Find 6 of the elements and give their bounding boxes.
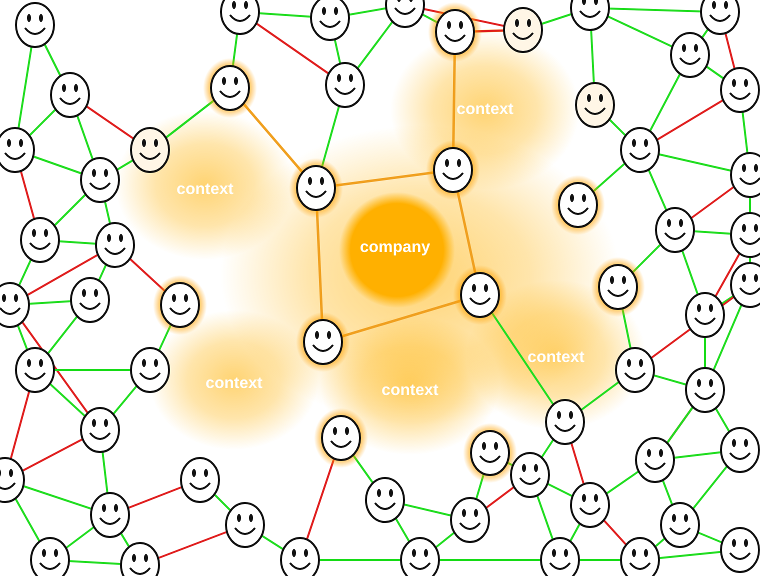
region-label: context [206,375,262,393]
region-label: company [360,239,430,257]
region-label: context [456,101,514,119]
region-label: context [176,181,234,199]
region-label: context [528,349,584,367]
region-label: context [382,382,438,400]
